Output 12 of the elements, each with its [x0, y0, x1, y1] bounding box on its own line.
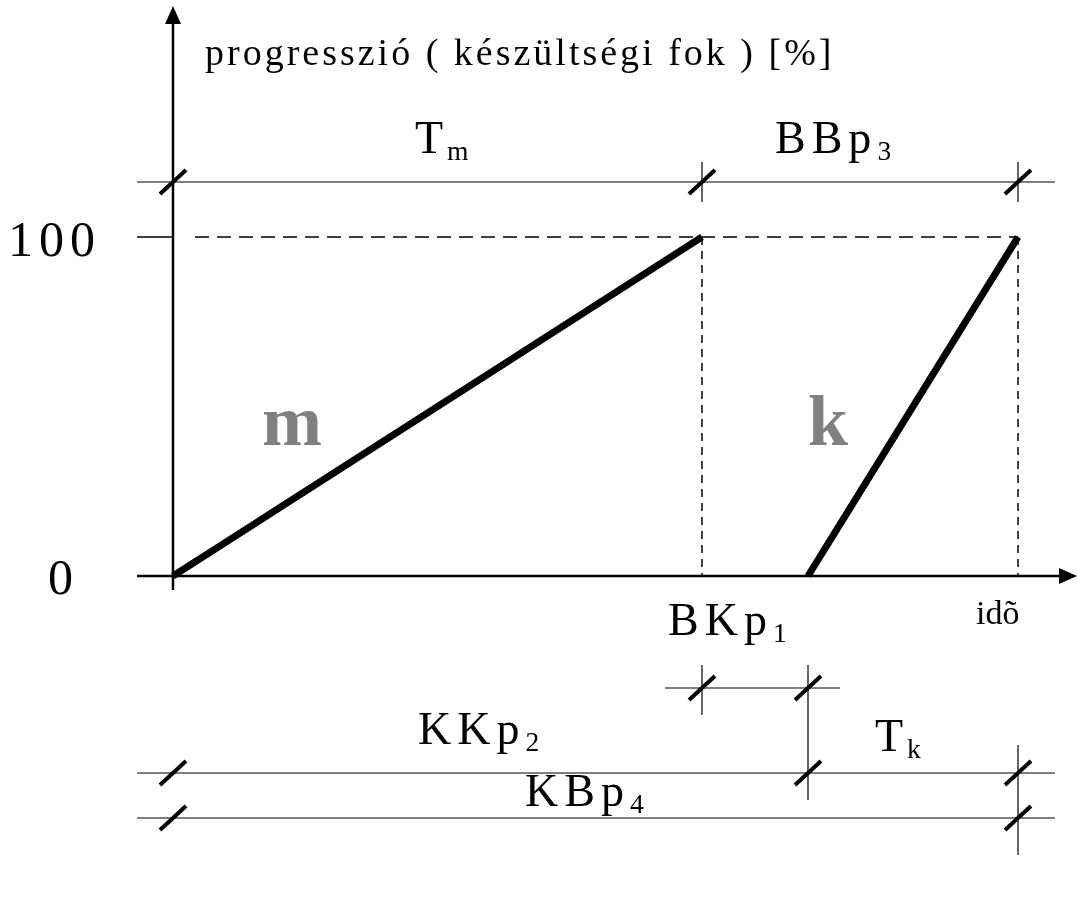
dimension-label: T$_{k}$ — [875, 713, 925, 763]
dimension-label: KKp$_{2}$ — [418, 706, 546, 756]
dimension-label: BBp$_{3}$ — [775, 115, 898, 165]
dimension-label: KBp$_{4}$ — [525, 768, 650, 818]
dimension-label: BKp$_{1}$ — [668, 597, 793, 647]
axis-title: idõ — [976, 596, 1020, 630]
dimension-label: T$_{m}$ — [415, 115, 473, 165]
line-label: m — [262, 385, 322, 457]
tick-label: 100 — [8, 214, 101, 264]
line-label: k — [808, 385, 849, 457]
axis-title: progresszió ( készültségi fok ) [%] — [205, 33, 835, 71]
tick-label: 0 — [48, 552, 73, 602]
